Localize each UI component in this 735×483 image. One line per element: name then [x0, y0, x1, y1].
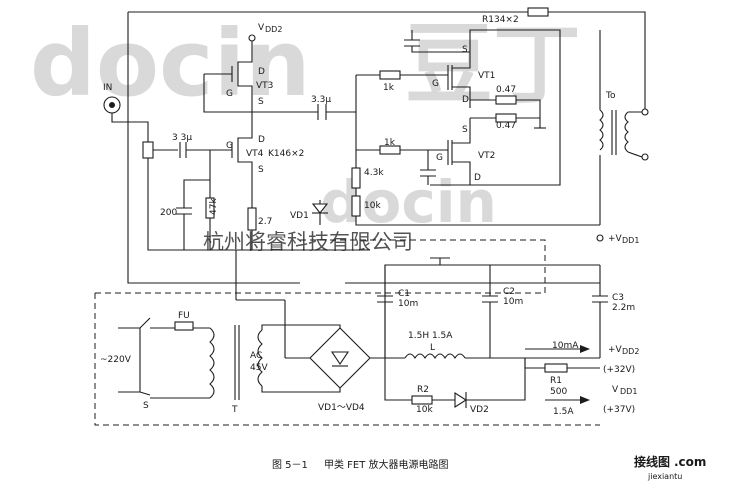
footer-logo-cn: 接线图	[634, 454, 670, 469]
resistor-4k3	[351, 167, 361, 189]
label-t1: T	[231, 405, 238, 415]
resistor-1k-a	[379, 70, 401, 80]
label-g-vt3: G	[226, 89, 233, 99]
caption-figure-no: 图 5－1	[272, 459, 308, 471]
resistor-r1	[544, 363, 568, 373]
label-r4k3: 4.3k	[364, 168, 384, 178]
resistor-2r7	[247, 207, 257, 231]
mains-transformer-secondary	[257, 329, 263, 387]
label-bridge: VD1～VD4	[318, 403, 365, 413]
label-r2-val: 10k	[416, 405, 433, 415]
watermark-docin: docin	[30, 10, 311, 117]
output-transformer-secondary	[624, 111, 629, 153]
label-vdd1: V	[612, 385, 619, 395]
choke-l	[404, 353, 466, 360]
label-c2: C2	[503, 287, 515, 297]
vdd1-terminal	[596, 234, 604, 242]
label-s1: S	[143, 401, 149, 411]
resistor-10k-a	[351, 195, 361, 217]
speaker-terminal-a	[641, 108, 649, 116]
label-d-vt4: D	[258, 135, 265, 145]
label-l-name: L	[430, 343, 435, 353]
label-r1: R1	[550, 376, 562, 386]
label-r047-b: 0.47	[496, 121, 516, 131]
label-plus-vdd2: +V	[608, 345, 623, 355]
footer-logo: 接线图 .com jiexiantu	[634, 454, 706, 481]
label-r2: R2	[417, 385, 429, 395]
label-10ma: 10mA	[552, 341, 579, 351]
label-vdd2-top: V	[258, 23, 265, 33]
label-g-vt4: G	[226, 141, 233, 151]
label-cap-3u3-a: 3.3μ	[311, 95, 331, 105]
fuse-fu	[174, 321, 194, 331]
label-plus-vdd2-sub: DD2	[622, 347, 639, 356]
label-vt3: VT3	[256, 81, 273, 91]
resistor-r134	[527, 7, 549, 17]
label-s-vt1: S	[462, 45, 468, 55]
label-r1k-a: 1k	[383, 83, 395, 93]
label-g-vt2: G	[436, 153, 443, 163]
label-ac220: ~220V	[100, 355, 132, 365]
label-c2-val: 10m	[503, 297, 523, 307]
label-vt4: VT4	[246, 149, 264, 159]
label-vd2: VD2	[470, 405, 489, 415]
label-r047-a: 0.47	[496, 85, 516, 95]
label-cap-3u3-b: 3 3μ	[172, 133, 192, 143]
resistor-047-b	[495, 113, 517, 123]
label-vdd2-top-sub: DD2	[265, 25, 282, 34]
label-fu: FU	[178, 311, 190, 321]
speaker-terminal-b	[641, 153, 649, 161]
label-vd1: VD1	[290, 211, 309, 221]
led-vd2	[454, 391, 468, 409]
label-ac45: AC	[250, 351, 262, 361]
vdd2-terminal	[248, 34, 256, 42]
output-transformer-primary	[599, 109, 604, 151]
label-plus-vdd1: +V	[608, 234, 623, 244]
label-to: To	[605, 91, 616, 101]
resistor-047-a	[495, 95, 517, 105]
label-ac45-v: 45V	[250, 363, 268, 373]
label-r2r7: 2.7	[258, 217, 272, 227]
component-labels: V DD2 R134×2 S VT1 G D 1k D VT3 G S 3.3μ…	[100, 15, 639, 417]
label-vdd1-sub: DD1	[620, 387, 637, 396]
led-vd1	[311, 203, 329, 214]
label-l-val: 1.5H 1.5A	[408, 331, 453, 341]
label-g-vt1: G	[432, 79, 439, 89]
power-supply-section	[94, 239, 608, 426]
label-vt1: VT1	[478, 71, 495, 81]
label-c1: C1	[398, 289, 410, 299]
label-c3-val: 2.2m	[612, 303, 635, 313]
label-k146: K146×2	[268, 149, 304, 159]
label-d-vt3: D	[258, 67, 265, 77]
label-s-vt2: S	[462, 125, 468, 135]
label-d-vt2: D	[474, 173, 481, 183]
label-r10k-a: 10k	[364, 201, 381, 211]
mains-transformer-primary	[209, 327, 215, 399]
label-1-5a: 1.5A	[553, 407, 574, 417]
label-r1-val: 500	[550, 387, 567, 397]
label-r47k: 47k	[209, 198, 219, 215]
label-r134: R134×2	[482, 15, 519, 25]
input-potentiometer	[142, 141, 154, 159]
caption-title: 甲类 FET 放大器电源电路图	[324, 458, 449, 471]
resistor-1k-b	[379, 145, 401, 155]
label-in: IN	[103, 83, 112, 93]
label-c3: C3	[612, 293, 624, 303]
label-plus32: (+32V)	[603, 365, 635, 375]
label-r1k-b: 1k	[384, 138, 396, 148]
label-c1-val: 10m	[398, 299, 418, 309]
resistor-r2	[411, 395, 433, 405]
footer-logo-domain: jiexiantu	[647, 472, 682, 481]
amplifier-section	[103, 7, 649, 300]
label-s-vt4: S	[258, 165, 264, 175]
label-c200: 200	[160, 208, 177, 218]
label-vt2: VT2	[478, 151, 495, 161]
label-d-vt1: D	[462, 95, 469, 105]
label-plus37: (+37V)	[603, 405, 635, 415]
footer-logo-dotcom: .com	[674, 455, 706, 469]
label-s-vt3: S	[258, 97, 264, 107]
label-plus-vdd1-sub: DD1	[622, 236, 639, 245]
